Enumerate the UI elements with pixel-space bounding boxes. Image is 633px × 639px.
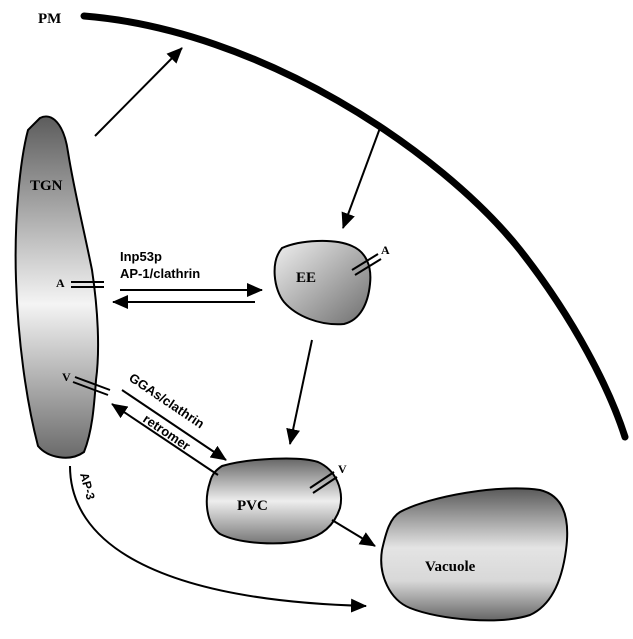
arrow-tgn-to-pvc xyxy=(121,389,227,461)
arrow-pm-to-ee xyxy=(341,127,381,229)
tgn-v-marker-label: V xyxy=(62,370,71,384)
ee-a-marker-label: A xyxy=(381,243,390,257)
arrow-pvc-to-tgn xyxy=(111,403,219,476)
pvc-v-marker-line2 xyxy=(312,476,338,494)
vacuole-shape xyxy=(380,487,569,622)
ap3-label: AP-3 xyxy=(77,471,98,501)
ee-a-marker-line2 xyxy=(354,258,382,276)
ee-label: EE xyxy=(296,270,316,286)
pvc-v-marker-label: V xyxy=(338,462,347,476)
tgn-a-marker-label: A xyxy=(56,276,65,290)
tgn-label: TGN xyxy=(30,178,63,194)
inp53p-label: Inp53p xyxy=(120,249,162,264)
arrow-tgn-to-pm xyxy=(94,47,183,137)
ee-a-marker xyxy=(351,253,379,271)
arrow-pvc-to-vacuole xyxy=(331,519,376,547)
pvc-v-marker xyxy=(309,471,335,489)
plasma-membrane-curve xyxy=(80,12,629,441)
tgn-shape xyxy=(14,115,100,459)
pm-label: PM xyxy=(38,11,61,27)
arrow-ee-to-pvc xyxy=(286,339,313,445)
pvc-shape xyxy=(205,457,342,545)
arrow-tgn-to-vacuole-ap3 xyxy=(69,465,367,613)
vacuole-label: Vacuole xyxy=(425,559,476,575)
tgn-v-marker-line2 xyxy=(72,381,109,396)
pvc-label: PVC xyxy=(237,498,268,514)
ee-shape xyxy=(273,239,372,326)
ap1-clathrin-label: AP-1/clathrin xyxy=(120,266,200,281)
tgn-v-marker xyxy=(74,376,111,391)
